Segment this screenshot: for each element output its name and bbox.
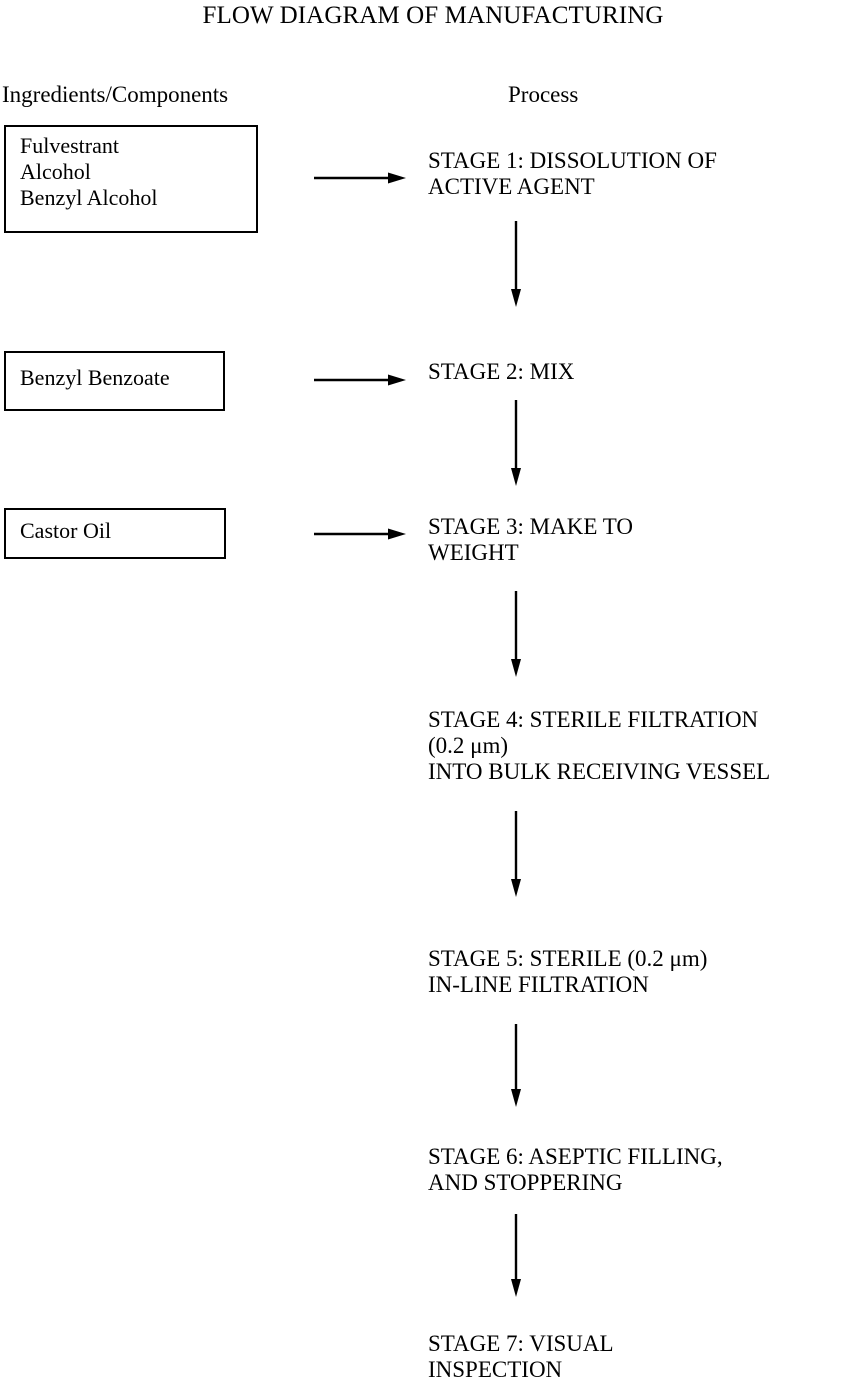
column-heading-process: Process (508, 82, 579, 107)
stage-3-label: STAGE 3: MAKE TO WEIGHT (428, 514, 633, 566)
stage-5-label: STAGE 5: STERILE (0.2 μm) IN-LINE FILTRA… (428, 946, 707, 998)
stage-line: STAGE 3: MAKE TO (428, 514, 633, 539)
arrow-right-icon-box2-to-stage2 (314, 374, 406, 386)
stage-line: WEIGHT (428, 540, 519, 565)
stage-line: STAGE 1: DISSOLUTION OF (428, 148, 717, 173)
arrow-down-icon-stage2-to-stage3 (511, 400, 521, 486)
stage-line: (0.2 μm) (428, 733, 509, 758)
ingredient-box-2: Benzyl Benzoate (4, 351, 225, 411)
stage-line: STAGE 4: STERILE FILTRATION (428, 707, 759, 732)
arrow-down-icon-stage1-to-stage2 (511, 221, 521, 307)
ingredient-line: Benzyl Alcohol (20, 185, 158, 210)
column-heading-ingredients: Ingredients/Components (2, 82, 229, 107)
arrow-down-icon-stage6-to-stage7 (511, 1214, 521, 1297)
arrow-down-icon-stage5-to-stage6 (511, 1024, 521, 1107)
ingredient-line: Fulvestrant (20, 133, 119, 158)
stage-line: INSPECTION (428, 1357, 563, 1382)
page-title: FLOW DIAGRAM OF MANUFACTURING (202, 2, 664, 29)
stage-1-label: STAGE 1: DISSOLUTION OF ACTIVE AGENT (428, 148, 717, 200)
stage-line: AND STOPPERING (428, 1170, 623, 1195)
stage-line: ACTIVE AGENT (428, 174, 595, 199)
stage-7-label: STAGE 7: VISUAL INSPECTION (428, 1331, 614, 1383)
arrow-right-icon-box3-to-stage3 (314, 528, 406, 540)
arrow-down-icon-stage3-to-stage4 (511, 591, 521, 677)
stage-2-label: STAGE 2: MIX (428, 359, 574, 385)
stage-line: STAGE 6: ASEPTIC FILLING, (428, 1144, 723, 1169)
stage-line: STAGE 5: STERILE (0.2 μm) (428, 946, 708, 971)
ingredient-line: Benzyl Benzoate (20, 365, 170, 390)
stage-6-label: STAGE 6: ASEPTIC FILLING, AND STOPPERING (428, 1144, 723, 1196)
ingredient-box-3: Castor Oil (4, 508, 226, 559)
ingredient-box-1: Fulvestrant Alcohol Benzyl Alcohol (4, 125, 258, 233)
arrow-down-icon-stage4-to-stage5 (511, 811, 521, 897)
stage-4-label: STAGE 4: STERILE FILTRATION (0.2 μm) INT… (428, 707, 770, 785)
stage-line: STAGE 2: MIX (428, 359, 575, 384)
stage-line: INTO BULK RECEIVING VESSEL (428, 759, 771, 784)
stage-line: IN-LINE FILTRATION (428, 972, 649, 997)
stage-line: STAGE 7: VISUAL (428, 1331, 614, 1356)
arrow-right-icon-box1-to-stage1 (314, 172, 406, 184)
ingredient-line: Alcohol (20, 159, 91, 184)
ingredient-line: Castor Oil (20, 518, 112, 543)
